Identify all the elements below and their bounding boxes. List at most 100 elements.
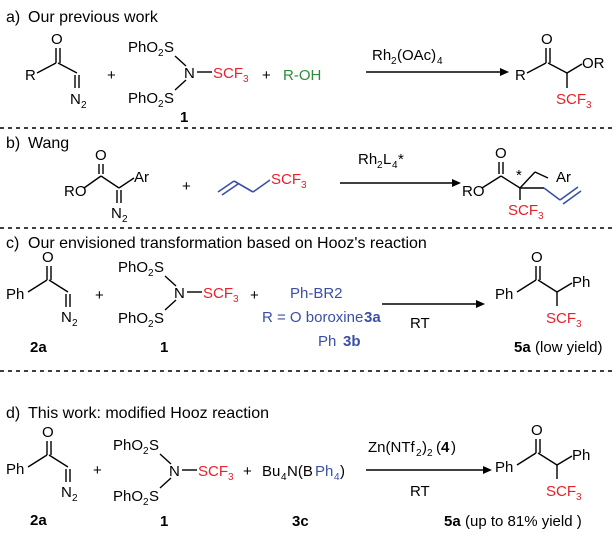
panel-d-product-label: 5a: [444, 513, 461, 530]
panel-c-boron-line3-label: 3b: [343, 333, 361, 350]
svg-text:N: N: [70, 91, 81, 108]
svg-text:N: N: [61, 484, 72, 501]
panel-d-product-note: (up to 81% yield ): [465, 513, 582, 530]
panel-d-title: This work: modified Hooz reaction: [28, 405, 269, 422]
svg-text:Ph: Ph: [6, 286, 24, 303]
svg-text:PhO: PhO: [128, 90, 158, 107]
svg-text:R: R: [25, 67, 36, 84]
svg-text:3: 3: [586, 100, 592, 111]
svg-text:Ph: Ph: [315, 463, 333, 480]
svg-text:): ): [422, 439, 427, 456]
svg-text:S: S: [149, 437, 159, 454]
svg-text:Zn(NTf: Zn(NTf: [368, 439, 415, 456]
panel-d-diazo-label: 2a: [30, 512, 47, 529]
svg-text:N: N: [174, 285, 185, 302]
svg-text:2: 2: [72, 318, 78, 329]
svg-text:SCF: SCF: [213, 65, 243, 82]
svg-text:2: 2: [122, 214, 128, 225]
panel-c-boron-line2: R = O boroxine: [262, 309, 363, 326]
svg-text:SCF: SCF: [271, 171, 301, 188]
svg-text:Ph: Ph: [6, 461, 24, 478]
svg-text:SCF: SCF: [546, 310, 576, 327]
svg-text:Ar: Ar: [134, 169, 149, 186]
svg-text:2: 2: [148, 319, 154, 330]
svg-text:SCF: SCF: [546, 483, 576, 500]
svg-text:2: 2: [148, 268, 154, 279]
panel-c-diazo-label: 2a: [30, 339, 47, 356]
svg-text:PhO: PhO: [118, 310, 148, 327]
svg-text:R: R: [515, 67, 526, 84]
svg-text:O: O: [42, 424, 54, 441]
svg-text:N: N: [184, 65, 195, 82]
svg-text:L: L: [383, 151, 391, 168]
panel-c-reagent-label: 1: [160, 339, 168, 356]
panel-d-catalyst-label: 4: [441, 439, 450, 456]
svg-text:+: +: [243, 463, 252, 480]
panel-a-reagent-label: 1: [180, 109, 188, 126]
panel-d-label: d): [6, 405, 20, 422]
panel-c-boron-line3: Ph: [318, 333, 336, 350]
panel-c-label: c): [6, 235, 19, 252]
panel-a-label: a): [6, 9, 20, 26]
panel-c: c) Our envisioned transformation based o…: [6, 235, 603, 356]
svg-text:2: 2: [158, 99, 164, 110]
svg-text:4: 4: [281, 472, 287, 483]
panel-b-title: Wang: [28, 135, 69, 152]
svg-text:2: 2: [81, 100, 87, 111]
svg-text:RO: RO: [64, 183, 87, 200]
svg-text:Rh: Rh: [372, 47, 391, 64]
svg-text:S: S: [164, 90, 174, 107]
svg-text:4: 4: [437, 56, 443, 67]
svg-text:+: +: [250, 287, 259, 304]
svg-text:O: O: [541, 31, 553, 48]
svg-text:3: 3: [538, 211, 544, 222]
svg-text:(: (: [436, 439, 441, 456]
svg-text:3: 3: [576, 319, 582, 330]
svg-text:2: 2: [72, 493, 78, 504]
svg-text:4: 4: [334, 472, 340, 483]
panel-b-label: b): [6, 135, 20, 152]
svg-text:PhO: PhO: [113, 437, 143, 454]
svg-text:+: +: [107, 67, 116, 84]
svg-text:S: S: [154, 310, 164, 327]
svg-text:3: 3: [301, 180, 307, 191]
svg-text:Ph: Ph: [495, 286, 513, 303]
svg-text:SCF: SCF: [508, 202, 538, 219]
svg-text:S: S: [154, 259, 164, 276]
svg-text:*: *: [516, 167, 522, 184]
svg-text:S: S: [164, 39, 174, 56]
svg-text:Rh: Rh: [358, 151, 377, 168]
panel-a-title: Our previous work: [28, 9, 159, 26]
svg-text:*: *: [398, 151, 404, 168]
panel-d-reagent-label: 1: [160, 513, 168, 530]
panel-c-boron-reagents: Ph-BR2 R = O boroxine 3a Ph 3b: [262, 285, 381, 350]
svg-text:PhO: PhO: [113, 488, 143, 505]
svg-text:+: +: [182, 178, 191, 195]
svg-text:): ): [451, 439, 456, 456]
svg-text:PhO: PhO: [128, 39, 158, 56]
panel-a-alcohol: R-OH: [283, 67, 321, 84]
panel-d-conditions-bottom: RT: [410, 483, 430, 500]
svg-text:OR: OR: [582, 55, 605, 72]
svg-text:O: O: [495, 145, 507, 162]
svg-text:Ph: Ph: [572, 274, 590, 291]
svg-text:RO: RO: [462, 183, 485, 200]
panel-c-product-label: 5a: [514, 339, 531, 356]
svg-text:2: 2: [391, 56, 397, 67]
svg-text:4: 4: [392, 160, 398, 171]
svg-text:3: 3: [228, 472, 234, 483]
svg-text:+: +: [93, 462, 102, 479]
